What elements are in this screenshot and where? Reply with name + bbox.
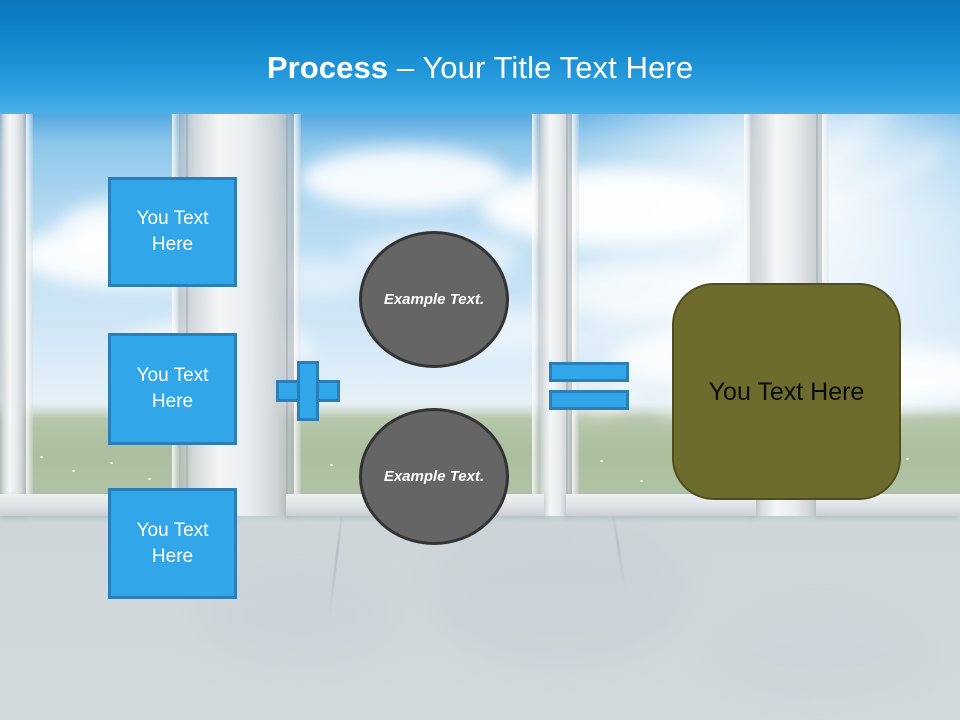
window-mullion [0, 112, 26, 516]
page-title: Process – Your Title Text Here [0, 50, 960, 86]
page-title-strong: Process [266, 50, 389, 85]
plus-center-fill [300, 383, 316, 399]
wall-smudge [700, 600, 940, 710]
window-mullion-edge [186, 112, 188, 516]
page-title-rest: – Your Title Text Here [388, 50, 694, 85]
result-box[interactable]: You Text Here [672, 283, 901, 500]
plus-icon[interactable] [276, 361, 340, 421]
step-box-2-label: You Text Here [136, 365, 209, 412]
result-box-label: You Text Here [708, 377, 865, 406]
step-box-2[interactable]: You Text Here [108, 333, 237, 445]
equals-bottom-bar [549, 390, 629, 410]
title-bar: Process – Your Title Text Here [0, 0, 960, 114]
example-circle-1-label: Example Text. [383, 291, 485, 308]
window-mullion-edge [566, 112, 568, 516]
step-box-1-label: You Text Here [136, 208, 209, 255]
cloud [480, 168, 740, 246]
window-casing [572, 112, 579, 516]
example-circle-1[interactable]: Example Text. [359, 231, 509, 368]
example-circle-2-label: Example Text. [383, 468, 485, 485]
window-casing [532, 112, 539, 516]
step-box-1[interactable]: You Text Here [108, 177, 237, 287]
example-circle-2[interactable]: Example Text. [359, 408, 509, 545]
window-mullion [178, 112, 294, 516]
wall-smudge [430, 520, 690, 670]
window-casing [26, 112, 33, 516]
step-box-3-label: You Text Here [136, 519, 209, 567]
equals-top-bar [549, 362, 629, 382]
equals-icon[interactable] [549, 362, 629, 410]
window-casing [172, 112, 179, 516]
window-casing [294, 112, 301, 516]
window-mullion-edge [286, 112, 288, 516]
cloud [300, 148, 510, 210]
step-box-3[interactable]: You Text Here [108, 488, 237, 599]
window-mullion [538, 112, 572, 516]
